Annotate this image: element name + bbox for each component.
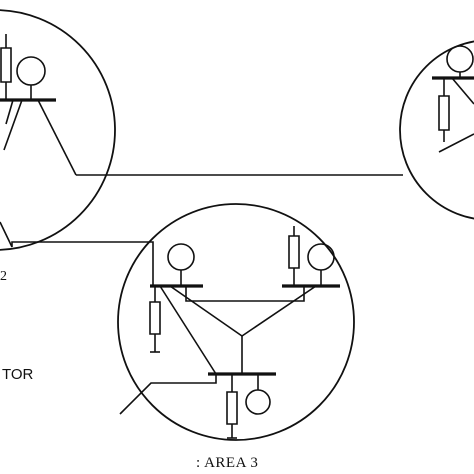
area-2-branch-a	[6, 100, 13, 124]
area-3-label: : AREA 3	[196, 455, 259, 471]
area-1-branch-a	[452, 78, 474, 104]
area-1	[400, 40, 474, 220]
area-2-generator-symbol	[17, 57, 45, 85]
area-3-load-left	[150, 286, 160, 352]
area-3	[12, 204, 354, 440]
area-3-line-left-to-junction	[170, 286, 242, 336]
area-3-line-upper-buses	[186, 286, 304, 301]
area-2-label-fragment: 2	[0, 269, 7, 284]
area-3-line-right-to-junction	[242, 286, 316, 336]
area-3-load-bottom	[227, 374, 237, 438]
area-2	[0, 10, 115, 250]
area-2-branch-d	[0, 222, 12, 247]
area-3-boundary	[118, 204, 354, 440]
area-3-generator-right-symbol	[308, 244, 334, 270]
area-3-load-right	[289, 226, 299, 286]
area-2-boundary	[0, 10, 115, 250]
area-3-line-left-to-bottom	[160, 286, 216, 374]
generator-label-fragment: TOR	[2, 366, 34, 383]
area-1-load	[439, 78, 449, 142]
area-2-branch-b	[4, 100, 22, 150]
area-3-external-feeder	[120, 374, 216, 414]
area-3-generator-bottom	[246, 374, 270, 414]
area-3-generator-left	[168, 244, 194, 286]
area-3-generator-left-symbol	[168, 244, 194, 270]
tie-line-area2-area3	[12, 242, 153, 286]
area-2-load	[1, 34, 11, 100]
area-2-generator	[17, 57, 45, 100]
area-1-boundary	[400, 40, 474, 220]
area-1-generator-symbol	[447, 46, 473, 72]
area-1-generator	[447, 46, 473, 78]
area-2-branch-c	[38, 100, 76, 175]
area-1-branch-b	[439, 134, 474, 152]
area-3-generator-bottom-symbol	[246, 390, 270, 414]
area-3-generator-right	[308, 244, 334, 286]
